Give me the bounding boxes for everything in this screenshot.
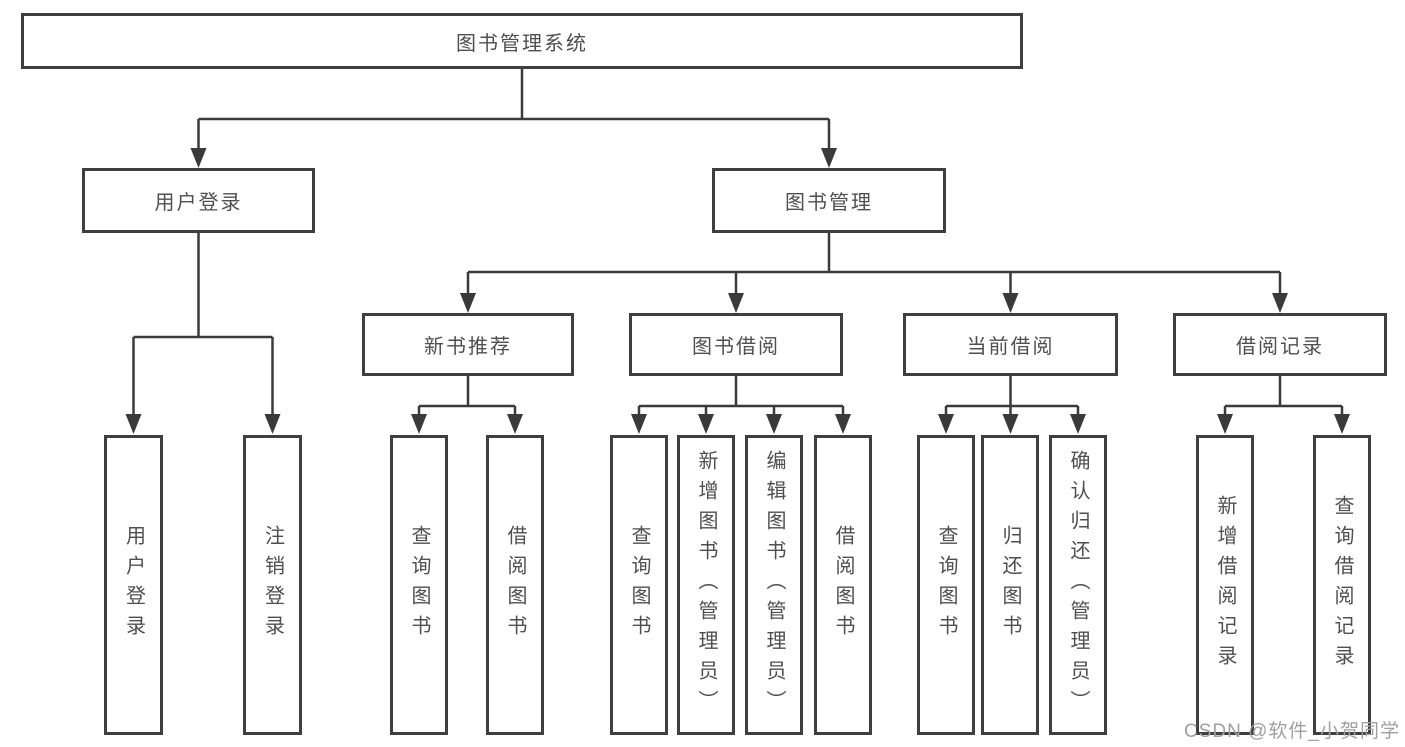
leaf-borrowing-query-books: 查询图书 bbox=[610, 435, 668, 735]
leaf-current-confirm-return-admin: 确认归还（管理员） bbox=[1049, 435, 1107, 735]
node-new-book-recommend: 新书推荐 bbox=[362, 313, 574, 376]
leaf-current-query-books: 查询图书 bbox=[917, 435, 975, 735]
node-current-borrowing: 当前借阅 bbox=[903, 313, 1118, 376]
connector-new-book-recommend-to-leaves bbox=[411, 376, 523, 434]
arrowhead bbox=[835, 414, 851, 434]
node-book-management: 图书管理 bbox=[712, 168, 946, 233]
leaf-records-query-record: 查询借阅记录 bbox=[1313, 435, 1371, 735]
connector-book-management-to-level3 bbox=[460, 233, 1288, 313]
leaf-borrowing-borrow-books: 借阅图书 bbox=[814, 435, 872, 735]
arrowhead bbox=[264, 414, 281, 434]
connector-book-borrowing-to-leaves bbox=[631, 376, 851, 434]
arrowhead bbox=[1334, 414, 1350, 434]
leaf-borrowing-edit-books-admin: 编辑图书（管理员） bbox=[745, 435, 803, 735]
arrowhead bbox=[1217, 414, 1233, 434]
leaf-borrowing-add-books-admin: 新增图书（管理员） bbox=[677, 435, 735, 735]
node-book-borrowing: 图书借阅 bbox=[629, 313, 843, 376]
arrowhead bbox=[411, 414, 427, 434]
connector-user-login-to-leaves bbox=[125, 233, 281, 434]
arrowhead bbox=[938, 414, 954, 434]
arrowhead bbox=[728, 293, 744, 313]
arrowhead bbox=[1002, 414, 1019, 434]
arrowhead bbox=[125, 414, 142, 434]
arrowhead bbox=[631, 414, 647, 434]
connector-borrow-records-to-leaves bbox=[1217, 376, 1350, 434]
node-user-login: 用户登录 bbox=[82, 168, 315, 233]
arrowhead bbox=[460, 293, 476, 313]
leaf-records-add-record: 新增借阅记录 bbox=[1196, 435, 1254, 735]
leaf-current-return-books: 归还图书 bbox=[981, 435, 1039, 735]
leaf-user-login: 用户登录 bbox=[104, 435, 163, 735]
node-borrow-records: 借阅记录 bbox=[1173, 313, 1387, 376]
leaf-newbooks-borrow-books: 借阅图书 bbox=[486, 435, 544, 735]
connector-current-borrowing-to-leaves bbox=[938, 376, 1086, 434]
arrowhead bbox=[507, 414, 523, 434]
connector-root-to-level2 bbox=[190, 69, 837, 168]
leaf-newbooks-query-books: 查询图书 bbox=[390, 435, 448, 735]
arrowhead bbox=[1272, 293, 1288, 313]
arrowhead bbox=[821, 148, 837, 168]
arrowhead bbox=[1002, 293, 1019, 313]
arrowhead bbox=[190, 148, 207, 168]
leaf-logout: 注销登录 bbox=[243, 435, 302, 735]
node-library-system: 图书管理系统 bbox=[21, 13, 1023, 69]
arrowhead bbox=[1070, 414, 1086, 434]
arrowhead bbox=[766, 414, 782, 434]
arrowhead bbox=[698, 414, 714, 434]
csdn-watermark: CSDN @软件_小贺同学 bbox=[1184, 721, 1400, 742]
